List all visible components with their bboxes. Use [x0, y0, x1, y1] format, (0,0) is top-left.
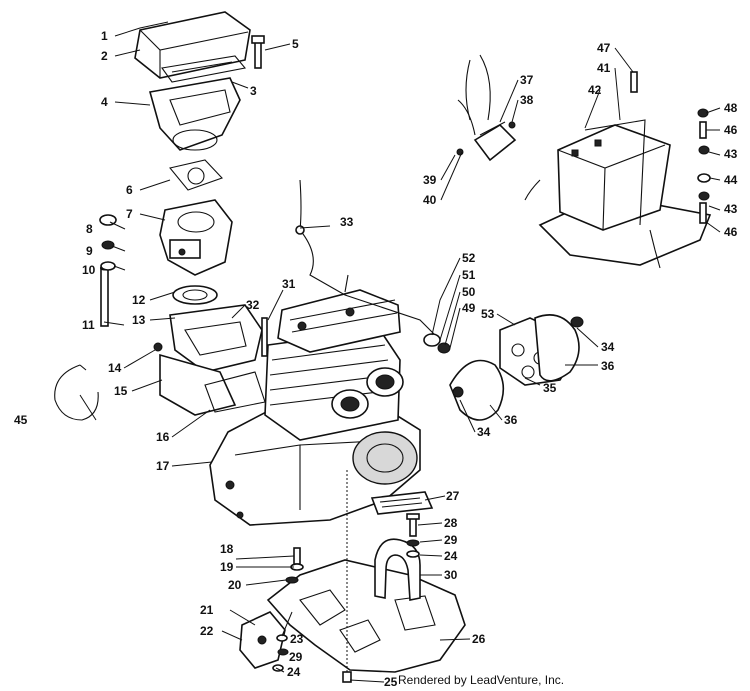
exhaust-connector	[423, 333, 451, 354]
callout-45: 45	[14, 413, 28, 427]
callout-38: 38	[520, 93, 534, 107]
callout-49: 49	[462, 301, 476, 315]
callout-13: 13	[132, 313, 146, 327]
air-silencer-base	[148, 77, 241, 151]
callout-29-a: 29	[444, 533, 458, 547]
callout-9: 9	[86, 244, 93, 258]
callout-51: 51	[462, 268, 476, 282]
callout-10: 10	[82, 263, 96, 277]
air-silencer-gasket	[161, 55, 247, 83]
callout-34-b: 34	[477, 425, 491, 439]
callout-15: 15	[114, 384, 128, 398]
callout-22: 22	[200, 624, 214, 638]
decal-plate	[370, 491, 434, 515]
callout-25: 25	[384, 675, 398, 689]
callout-52: 52	[462, 251, 476, 265]
callout-labels: 1 2 3 4 5 6 7 8 9 10 11 12 13 14 15 16 1…	[14, 29, 738, 689]
bolt	[251, 35, 265, 69]
carb-flange	[172, 285, 218, 305]
callout-46-a: 46	[724, 123, 738, 137]
callout-4: 4	[101, 95, 108, 109]
callout-20: 20	[228, 578, 242, 592]
snap-ring	[54, 364, 99, 421]
callout-33: 33	[340, 215, 354, 229]
battery-hardware	[630, 71, 711, 224]
plate-bolt	[342, 470, 352, 683]
mount-hardware-left	[272, 547, 304, 672]
callout-18: 18	[220, 542, 234, 556]
callout-48: 48	[724, 101, 738, 115]
battery-strap	[524, 119, 661, 269]
callout-37: 37	[520, 73, 534, 87]
callout-41: 41	[597, 61, 611, 75]
callout-53: 53	[481, 307, 495, 321]
crankcase	[209, 404, 421, 526]
reed-valve-housing	[159, 353, 237, 416]
callout-34-a: 34	[601, 340, 615, 354]
callout-29-b: 29	[289, 650, 303, 664]
callout-3: 3	[250, 84, 257, 98]
callout-21: 21	[200, 603, 214, 617]
callout-12: 12	[132, 293, 146, 307]
leader-lines	[79, 21, 721, 683]
callout-23: 23	[290, 632, 304, 646]
callout-39: 39	[423, 173, 437, 187]
callout-35: 35	[543, 381, 557, 395]
callout-30: 30	[444, 568, 458, 582]
carb-gasket	[169, 159, 223, 191]
battery	[557, 124, 671, 231]
callout-50: 50	[462, 285, 476, 299]
callout-7: 7	[126, 207, 133, 221]
callout-8: 8	[86, 222, 93, 236]
callout-28: 28	[444, 516, 458, 530]
callout-46-b: 46	[724, 225, 738, 239]
callout-2: 2	[101, 49, 108, 63]
callout-42: 42	[588, 83, 602, 97]
callout-31: 31	[282, 277, 296, 291]
voltage-regulator	[456, 54, 517, 162]
callout-27: 27	[446, 489, 460, 503]
callout-36-a: 36	[601, 359, 615, 373]
callout-14: 14	[108, 361, 122, 375]
callout-16: 16	[156, 430, 170, 444]
cylinder	[264, 329, 404, 441]
callout-11: 11	[82, 318, 95, 332]
callout-17: 17	[156, 459, 170, 473]
callout-36-b: 36	[504, 413, 518, 427]
callout-5: 5	[292, 37, 299, 51]
callout-26: 26	[472, 632, 486, 646]
drive-clutch-sheave	[534, 314, 584, 382]
mount-bolt	[406, 513, 420, 558]
callout-43-a: 43	[724, 147, 738, 161]
carburetor	[159, 199, 233, 276]
callout-43-b: 43	[724, 202, 738, 216]
exhaust-stud	[261, 317, 268, 357]
rubber-mount	[239, 611, 286, 669]
callout-24-b: 24	[287, 665, 301, 679]
callout-1: 1	[101, 29, 108, 43]
cylinder-head	[277, 274, 401, 353]
mounting-stud	[99, 265, 110, 327]
callout-40: 40	[423, 193, 437, 207]
callout-6: 6	[126, 183, 133, 197]
callout-32: 32	[246, 298, 260, 312]
credit-footer: Rendered by LeadVenture, Inc.	[398, 673, 565, 687]
callout-44: 44	[724, 173, 738, 187]
air-silencer-cover	[134, 11, 251, 79]
callout-47: 47	[597, 41, 611, 55]
callout-19: 19	[220, 560, 234, 574]
callout-24-a: 24	[444, 549, 458, 563]
